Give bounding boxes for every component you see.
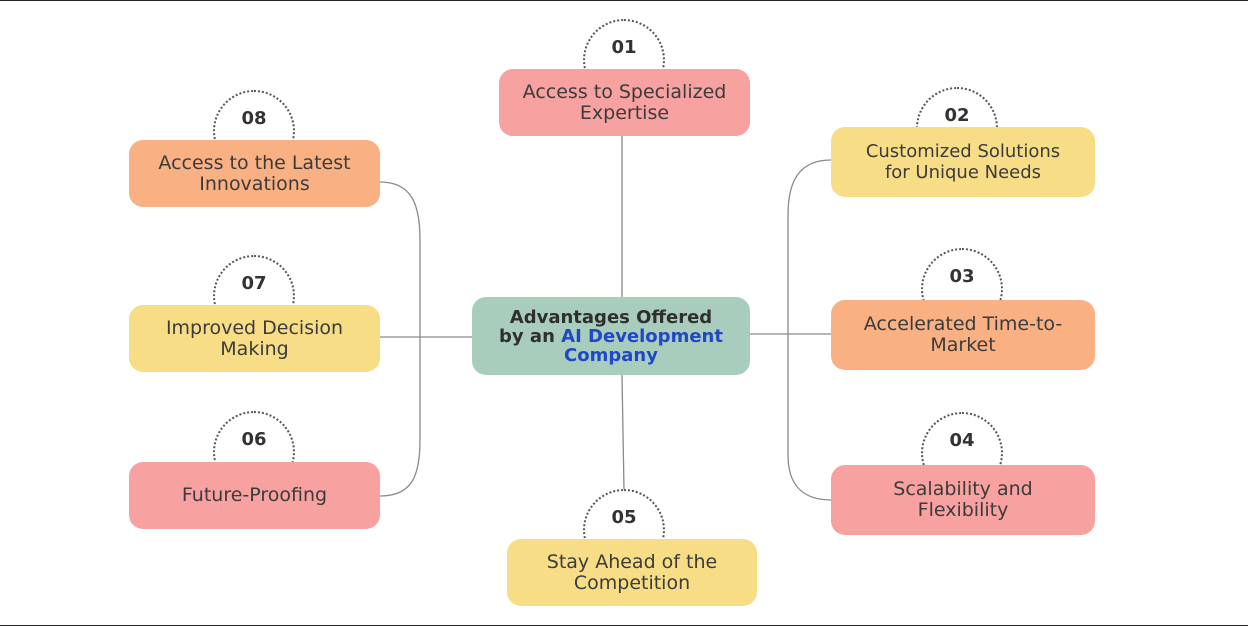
node-label: Access to Specialized Expertise: [522, 80, 727, 124]
central-topic-line-3: Company: [564, 344, 658, 366]
node-label: Access to the Latest Innovations: [158, 151, 351, 195]
badge-number: 02: [944, 105, 970, 126]
central-topic-line-1: Advantages Offered: [509, 306, 713, 328]
badge-number: 07: [241, 273, 267, 294]
node-time-to-market: Accelerated Time-to-Market: [831, 300, 1095, 370]
node-stay-ahead: Stay Ahead of the Competition: [507, 539, 757, 606]
badge-number: 04: [949, 430, 975, 451]
central-topic: Advantages Offered by an AI Development …: [472, 297, 750, 375]
node-customized-solutions: Customized Solutions for Unique Needs: [831, 127, 1095, 197]
node-label: Customized Solutions for Unique Needs: [865, 141, 1061, 183]
node-latest-innovations: Access to the Latest Innovations: [129, 140, 380, 207]
badge-number: 08: [241, 108, 267, 129]
node-future-proofing: Future-Proofing: [129, 462, 380, 529]
node-specialized-expertise: Access to Specialized Expertise: [499, 69, 750, 136]
connector-left-bracket: [379, 181, 421, 497]
node-label: Scalability and Flexibility: [893, 478, 1033, 521]
badge-number: 01: [611, 37, 637, 58]
node-label: Improved Decision Making: [165, 316, 344, 360]
connector-right-bracket: [787, 159, 832, 501]
badge-number: 05: [611, 507, 637, 528]
node-decision-making: Improved Decision Making: [129, 305, 380, 372]
central-topic-highlight: AI Development: [561, 325, 723, 347]
central-topic-prefix: by an: [499, 325, 562, 347]
central-topic-line-2: by an AI Development: [499, 327, 723, 346]
node-scalability: Scalability and Flexibility: [831, 465, 1095, 535]
badge-number: 06: [241, 429, 267, 450]
node-label: Future-Proofing: [181, 484, 328, 506]
connector-bottom: [621, 374, 625, 491]
node-label: Stay Ahead of the Competition: [546, 550, 718, 594]
badge-number: 03: [949, 266, 975, 287]
node-label: Accelerated Time-to-Market: [863, 313, 1063, 356]
